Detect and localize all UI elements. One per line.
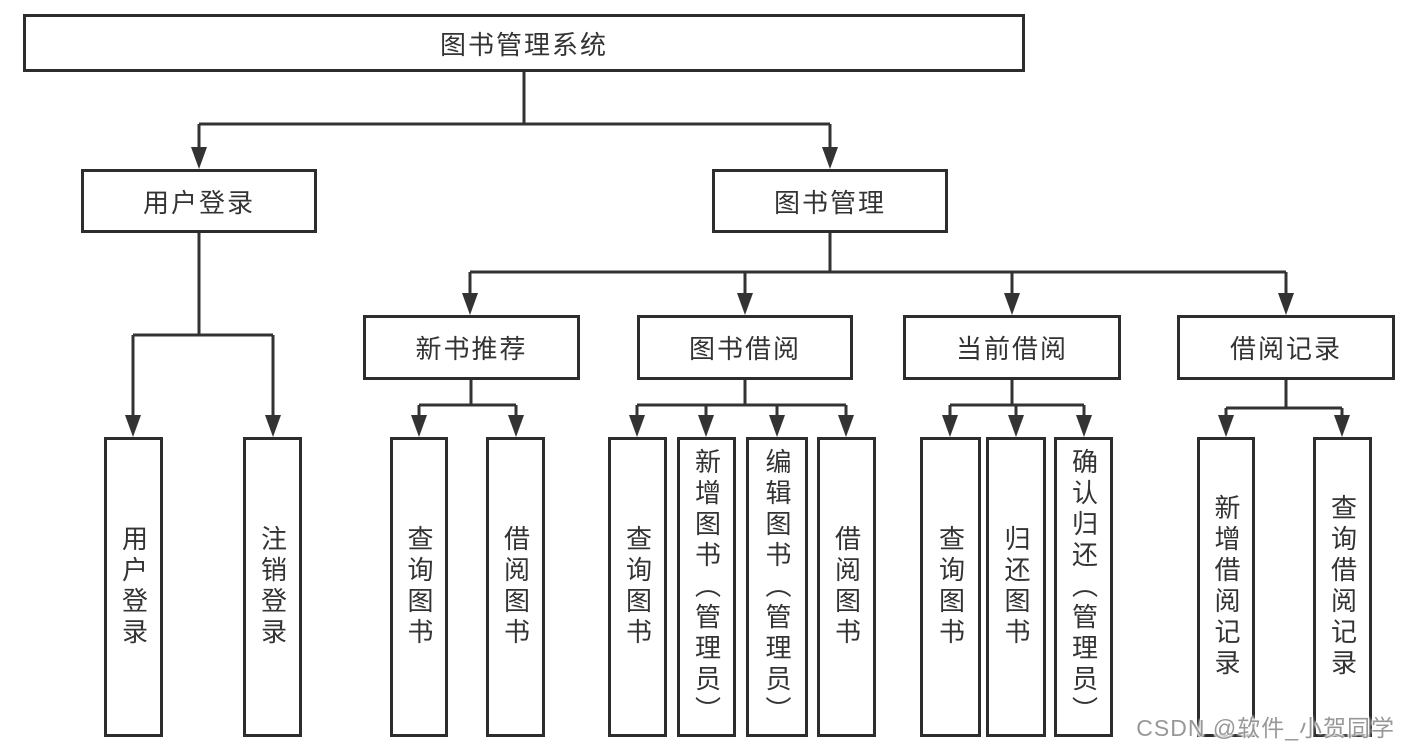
- leaf-edit-book-admin: 编辑图书（管理员）: [746, 437, 808, 737]
- leaf-borrow-book-recommend: 借阅图书: [486, 437, 545, 737]
- leaf-user-login: 用户登录: [104, 437, 163, 737]
- csdn-watermark: CSDN @软件_小贺同学: [1136, 715, 1395, 741]
- leaf-query-book-recommend: 查询图书: [390, 437, 448, 737]
- leaf-add-book-admin: 新增图书（管理员）: [677, 437, 736, 737]
- leaf-query-book-borrow: 查询图书: [608, 437, 667, 737]
- leaf-return-book: 归还图书: [986, 437, 1046, 737]
- leaf-borrow-book: 借阅图书: [817, 437, 876, 737]
- node-current-borrow: 当前借阅: [903, 315, 1121, 380]
- leaf-query-borrow-record: 查询借阅记录: [1313, 437, 1372, 737]
- leaf-logout: 注销登录: [243, 437, 302, 737]
- arrowhead-icons: [125, 147, 1350, 437]
- node-book-borrow: 图书借阅: [637, 315, 853, 380]
- node-book-management: 图书管理: [712, 169, 948, 233]
- node-user-login: 用户登录: [81, 169, 317, 233]
- node-borrow-records: 借阅记录: [1177, 315, 1395, 380]
- node-root: 图书管理系统: [23, 14, 1025, 72]
- leaf-add-borrow-record: 新增借阅记录: [1197, 437, 1255, 737]
- node-new-book-recommend: 新书推荐: [363, 315, 580, 380]
- leaf-query-book-current: 查询图书: [920, 437, 981, 737]
- leaf-confirm-return-admin: 确认归还（管理员）: [1054, 437, 1113, 737]
